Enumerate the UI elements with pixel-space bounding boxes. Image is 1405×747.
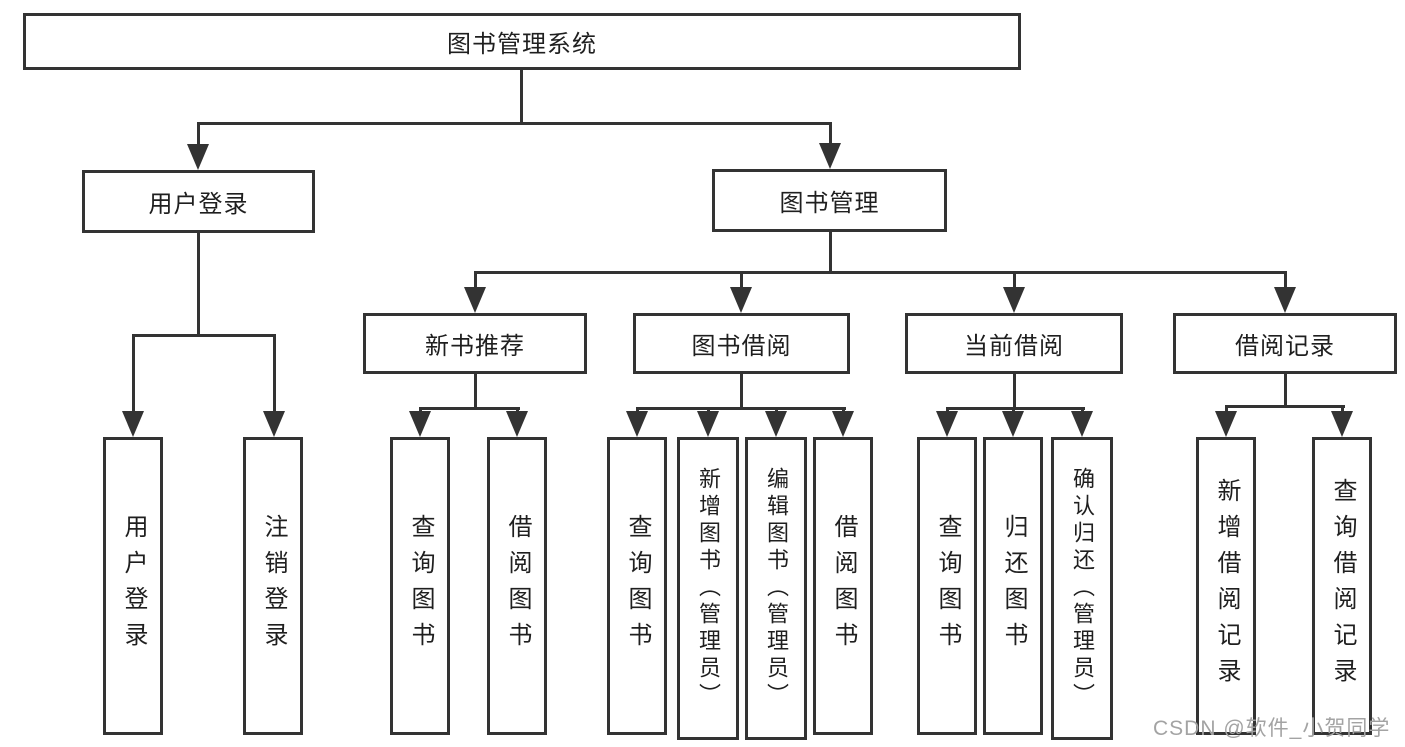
node-book-borrowing: 图书借阅 (633, 313, 850, 374)
leaf-logout: 注销登录 (243, 437, 303, 735)
connector-book-borrowing-stem (740, 374, 743, 410)
node-label: 当前借阅 (964, 333, 1064, 360)
csdn-watermark: CSDN @软件_小贺同学 (1153, 717, 1391, 740)
leaf-query-books-2: 查询图书 (607, 437, 667, 735)
leaf-confirm-return-admin: 确认归还（管理员） (1051, 437, 1113, 740)
node-label: 图书管理 (779, 190, 880, 217)
arrowhead-edit-book (765, 411, 787, 437)
connector-drop-new-book (474, 271, 477, 291)
node-label: 借阅记录 (1235, 333, 1335, 360)
connector-current-borrowing-stem (1013, 374, 1016, 410)
connector-drop-add-record (1225, 405, 1228, 415)
arrowhead-borrowing-records (1274, 287, 1296, 313)
arrowhead-return-books (1002, 411, 1024, 437)
connector-drop-user-login (197, 122, 200, 150)
connector-user-login-stem (197, 233, 200, 337)
connector-drop-book-management (829, 122, 832, 150)
connector-new-book-stem (474, 374, 477, 410)
arrowhead-user-login (187, 144, 209, 170)
arrowhead-borrow-books-1 (506, 411, 528, 437)
leaf-edit-book-admin: 编辑图书（管理员） (745, 437, 807, 740)
connector-current-borrowing-branch (946, 407, 1085, 410)
arrowhead-add-record (1215, 411, 1237, 437)
leaf-query-books-1: 查询图书 (390, 437, 450, 735)
connector-drop-query-record (1341, 405, 1344, 415)
arrowhead-query-books-1 (409, 411, 431, 437)
leaf-borrow-books-1: 借阅图书 (487, 437, 547, 735)
arrowhead-current-borrowing (1003, 287, 1025, 313)
arrowhead-confirm-return (1071, 411, 1093, 437)
arrowhead-leaf-user-login (122, 411, 144, 437)
arrowhead-query-books-3 (936, 411, 958, 437)
node-label: 用户登录 (148, 191, 249, 218)
leaf-query-borrow-record: 查询借阅记录 (1312, 437, 1372, 735)
connector-level3-branch (474, 271, 1287, 274)
arrowhead-query-record (1331, 411, 1353, 437)
node-library-management-system: 图书管理系统 (23, 13, 1021, 70)
arrowhead-new-book (464, 287, 486, 313)
node-user-login: 用户登录 (82, 170, 315, 233)
connector-borrowing-records-branch (1225, 405, 1345, 408)
connector-drop-book-borrowing (740, 271, 743, 291)
connector-drop-leaf-user-login (132, 334, 135, 415)
node-current-borrowing: 当前借阅 (905, 313, 1123, 374)
arrowhead-leaf-logout (263, 411, 285, 437)
connector-borrowing-records-stem (1284, 374, 1287, 408)
arrowhead-borrow-books-2 (832, 411, 854, 437)
node-label: 图书管理系统 (447, 31, 597, 58)
arrowhead-book-borrowing (730, 287, 752, 313)
arrowhead-add-book (697, 411, 719, 437)
connector-drop-borrowing-records (1284, 271, 1287, 291)
node-label: 图书借阅 (691, 333, 792, 360)
node-book-management: 图书管理 (712, 169, 947, 232)
connector-user-login-branch (132, 334, 276, 337)
arrowhead-book-management (819, 143, 841, 169)
connector-root-stem (520, 68, 523, 125)
connector-new-book-branch (419, 407, 520, 410)
node-label: 新书推荐 (425, 333, 525, 360)
arrowhead-query-books-2 (626, 411, 648, 437)
connector-book-management-stem (829, 232, 832, 274)
leaf-query-books-3: 查询图书 (917, 437, 977, 735)
connector-drop-current-borrowing (1013, 271, 1016, 291)
leaf-user-login: 用户登录 (103, 437, 163, 735)
node-new-book-recommend: 新书推荐 (363, 313, 587, 374)
node-borrowing-records: 借阅记录 (1173, 313, 1397, 374)
leaf-return-books: 归还图书 (983, 437, 1043, 735)
leaf-add-book-admin: 新增图书（管理员） (677, 437, 739, 740)
leaf-add-borrow-record: 新增借阅记录 (1196, 437, 1256, 735)
connector-drop-leaf-logout (273, 334, 276, 415)
connector-level1-branch (197, 122, 832, 125)
leaf-borrow-books-2: 借阅图书 (813, 437, 873, 735)
connector-book-borrowing-branch (636, 407, 846, 410)
